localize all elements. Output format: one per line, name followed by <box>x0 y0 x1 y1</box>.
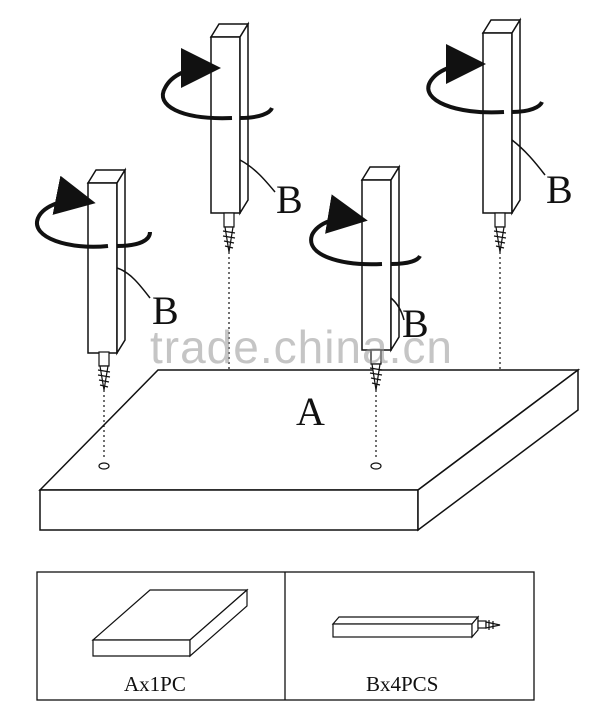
board-a <box>38 368 581 532</box>
screw-3 <box>369 349 383 391</box>
label-leg-b-4: B <box>546 167 573 212</box>
screw-1 <box>97 351 111 391</box>
label-leg-b-3: B <box>402 301 429 346</box>
screw-4 <box>493 212 507 253</box>
leg-b-1 <box>86 167 127 356</box>
rotation-arrow-2 <box>160 48 233 121</box>
guide-lines <box>103 252 501 460</box>
parts-table <box>36 571 535 701</box>
leg-b-4 <box>481 17 522 216</box>
part-a-thumbnail <box>91 588 249 658</box>
part-b-thumbnail <box>331 615 501 639</box>
screw-2 <box>222 212 236 253</box>
rotation-arrow-4 <box>426 44 505 115</box>
label-leg-b-1: B <box>152 288 179 333</box>
label-board-a: A <box>296 389 325 434</box>
screw-hole-2 <box>370 462 382 470</box>
rotation-arrow-3 <box>309 194 383 267</box>
screw-hole-1 <box>98 462 110 470</box>
label-leg-b-2: B <box>276 177 303 222</box>
part-a-caption: Ax1PC <box>124 672 186 696</box>
watermark-text: trade.china.cn <box>150 321 453 373</box>
part-b-caption: Bx4PCS <box>366 672 439 696</box>
rotation-arrow-1 <box>35 175 109 249</box>
